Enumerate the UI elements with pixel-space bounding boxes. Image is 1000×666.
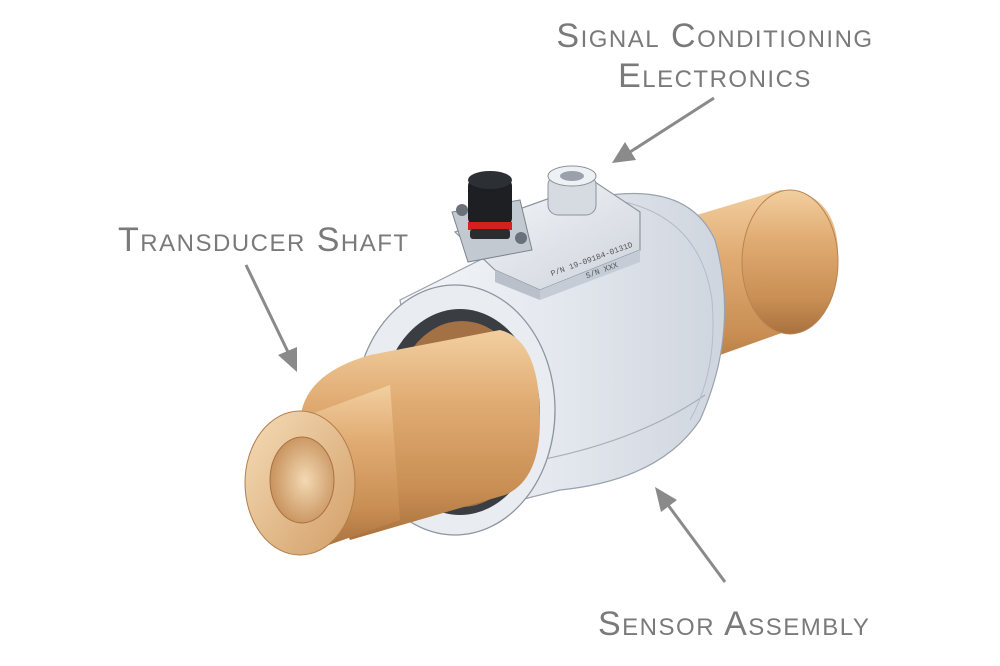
signal-label-line2: Electronics <box>618 57 812 95</box>
left-shaft <box>244 330 540 556</box>
arrow-transducer-shaft <box>244 264 297 372</box>
signal-label-line1: Signal Conditioning <box>556 17 874 55</box>
arrow-sensor-assembly <box>655 487 727 583</box>
arrow-signal-conditioning <box>612 96 715 163</box>
electronics-module: P/N 19-09184-0131D S/N XXX <box>451 165 641 300</box>
transducer-shaft-label: Transducer Shaft <box>118 221 410 259</box>
cable-fitting <box>547 165 597 216</box>
sensor-assembly-label: Sensor Assembly <box>598 605 871 643</box>
signal-conditioning-label: Signal Conditioning Electronics <box>555 16 875 96</box>
electrical-connector <box>451 171 533 263</box>
